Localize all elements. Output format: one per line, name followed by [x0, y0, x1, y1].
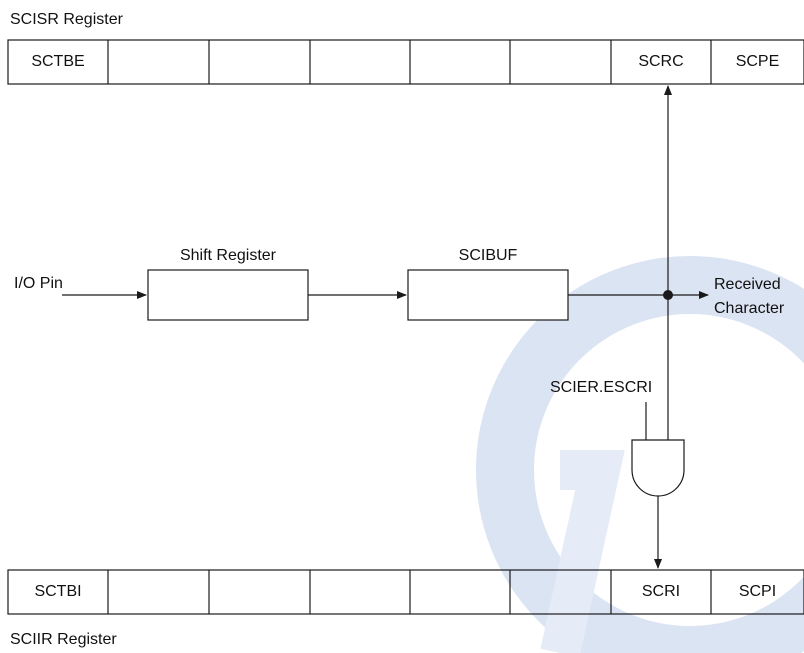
junction-dot [663, 290, 673, 300]
sciir-cell-scri: SCRI [641, 583, 681, 600]
received-label-line1: Received [714, 276, 781, 293]
sciir-outline [7, 569, 804, 615]
watermark-ring [476, 256, 804, 653]
watermark-stroke [540, 450, 625, 653]
scisr-cell-scpe: SCPE [735, 53, 780, 70]
and-gate [631, 439, 685, 497]
sciir-cell-scpi: SCPI [738, 583, 777, 600]
received-label-line2: Character [714, 300, 785, 317]
scisr-register-row [7, 39, 804, 85]
shift-register-box [147, 269, 309, 321]
scisr-cell-sctbe: SCTBE [31, 53, 85, 70]
scisr-title: SCISR Register [10, 11, 123, 28]
sciir-register-row [7, 569, 804, 615]
scisr-outline [7, 39, 804, 85]
scibuf-label: SCIBUF [458, 247, 518, 264]
shift-register-label: Shift Register [179, 247, 277, 264]
sciir-cell-sctbi: SCTBI [34, 583, 82, 600]
io-pin-label: I/O Pin [14, 275, 63, 292]
scisr-cell-scrc: SCRC [638, 53, 684, 70]
scibuf-box [407, 269, 569, 321]
sciir-title: SCIIR Register [10, 631, 117, 648]
scier-escri-label: SCIER.ESCRI [550, 379, 653, 396]
